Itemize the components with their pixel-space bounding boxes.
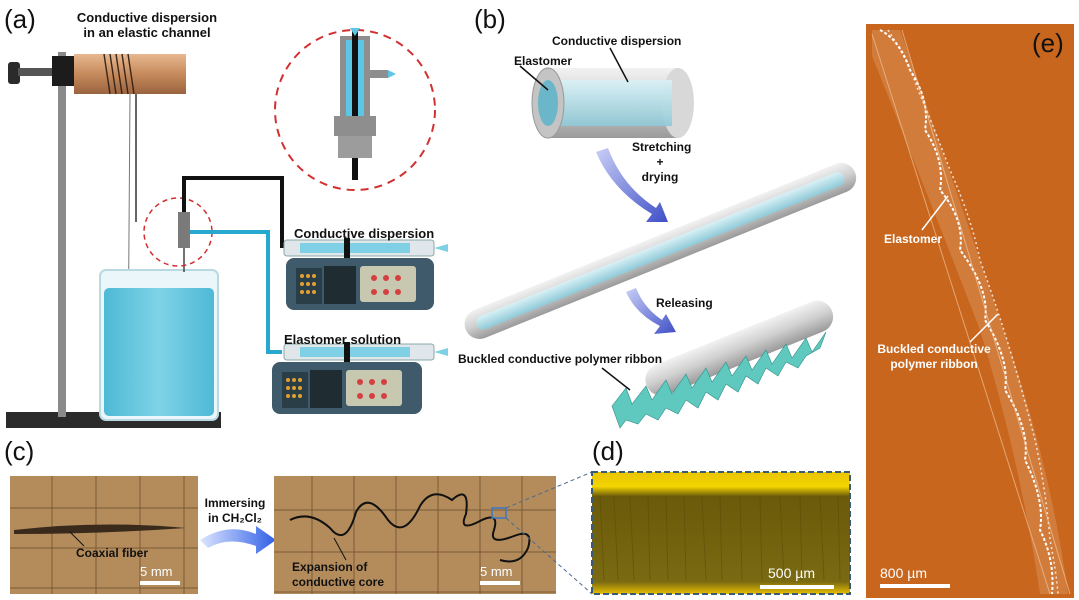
zoom-circle-large	[274, 29, 436, 191]
panel-e-micrograph	[866, 24, 1074, 598]
label-pump-conductive: Conductive dispersion	[294, 226, 435, 241]
pointer-expansion	[333, 537, 347, 561]
pointer-elastomer-e	[921, 195, 949, 231]
buckled-ribbon	[611, 331, 827, 429]
label-expansion-line2: conductive core	[292, 575, 385, 589]
blue-tube-top	[190, 230, 270, 246]
elastic-channel-coil	[74, 54, 186, 94]
label-releasing: Releasing	[656, 296, 713, 310]
coil-windings	[103, 53, 135, 95]
label-ribbon-e-line2: polymer ribbon	[890, 357, 978, 371]
label-elastomer-b: Elastomer	[514, 54, 573, 68]
elastomer-band	[872, 30, 1068, 594]
label-dispersion-channel-line2: in an elastic channel	[83, 25, 211, 40]
scale-bar-c-left	[140, 581, 180, 585]
pointer-ribbon-e	[969, 313, 999, 343]
label-immersing-line1: Immersing	[204, 496, 266, 510]
stretched-tube	[464, 162, 857, 339]
pointer-ribbon	[601, 367, 631, 391]
label-expansion: Expansion of conductive core	[292, 560, 384, 590]
panel-label-b: (b)	[474, 4, 506, 34]
beaker-liquid	[104, 288, 214, 416]
process-arrow-2	[626, 288, 676, 334]
label-ribbon-e: Buckled conductive polymer ribbon	[872, 342, 996, 372]
grid-paper-lines	[10, 476, 198, 594]
pointer-dispersion	[609, 47, 629, 83]
panel-b-illustration	[464, 47, 857, 429]
immersing-arrow	[200, 526, 276, 554]
nozzle-cross-section	[334, 28, 396, 180]
label-dispersion-channel: Conductive dispersion in an elastic chan…	[72, 10, 222, 40]
syringe-pump-2	[272, 342, 448, 414]
elastomer-edge-right	[901, 29, 1071, 595]
label-stretching-line1: Stretching	[632, 140, 692, 154]
clamp-arm	[18, 68, 68, 76]
label-ribbon-e-line1: Buckled conductive	[877, 342, 991, 356]
label-scale-d: 500 µm	[768, 565, 815, 581]
panel-c-right-photo	[274, 476, 556, 594]
pointer-coaxial	[69, 531, 85, 547]
label-pump-elastomer: Elastomer solution	[284, 332, 402, 347]
label-scale-c-right: 5 mm	[480, 564, 513, 579]
zoom-connector-lines	[505, 471, 593, 595]
label-ribbon-b: Buckled conductive polymer ribbon	[458, 352, 663, 366]
black-tube	[182, 176, 284, 248]
label-scale-e: 800 µm	[880, 565, 927, 581]
coaxial-fiber-shape	[14, 524, 186, 534]
label-expansion-line1: Expansion of	[292, 560, 368, 574]
panel-label-d: (d)	[592, 436, 624, 466]
clamp-knob	[8, 62, 20, 84]
expanded-core-trace	[289, 493, 531, 563]
label-stretching-line2: +	[656, 155, 664, 169]
scale-bar-e	[880, 584, 950, 588]
process-arrow-1	[596, 148, 668, 222]
label-stretching-line3: drying	[641, 170, 679, 184]
blue-tube-bottom	[266, 232, 282, 354]
scale-bar-d	[760, 585, 834, 589]
scale-bar-c-right	[480, 581, 520, 585]
panel-a-illustration	[6, 28, 448, 428]
pointer-elastomer	[519, 65, 549, 91]
panel-d-micrograph	[591, 471, 851, 595]
label-stretching: Stretching + drying	[632, 140, 692, 185]
label-elastomer-e: Elastomer	[884, 232, 943, 246]
micrograph-texture	[599, 495, 841, 581]
label-conductive-b: Conductive dispersion	[552, 34, 682, 48]
label-coaxial-fiber: Coaxial fiber	[76, 546, 149, 560]
panel-label-a: (a)	[4, 4, 36, 34]
label-scale-c-left: 5 mm	[140, 564, 173, 579]
panel-label-e: (e)	[1032, 28, 1064, 58]
buckled-ribbon-trace	[879, 29, 1054, 595]
stand-rod	[58, 52, 66, 417]
short-coaxial-cylinder	[531, 67, 694, 139]
buckled-ribbon-tube	[645, 300, 834, 396]
panel-label-c: (c)	[4, 436, 35, 466]
clamp-holder	[52, 56, 74, 86]
elastomer-edge-left	[871, 33, 1051, 595]
syringe-pump-1	[283, 238, 448, 310]
label-dispersion-channel-line1: Conductive dispersion	[76, 10, 218, 25]
grid-paper-lines-right	[274, 476, 556, 594]
label-immersing: Immersing in CH₂Cl₂	[200, 496, 270, 526]
panel-c-left-photo	[10, 476, 198, 594]
label-immersing-line2: in CH₂Cl₂	[208, 511, 262, 525]
coaxial-nozzle	[178, 212, 190, 248]
zoom-box	[491, 507, 507, 519]
